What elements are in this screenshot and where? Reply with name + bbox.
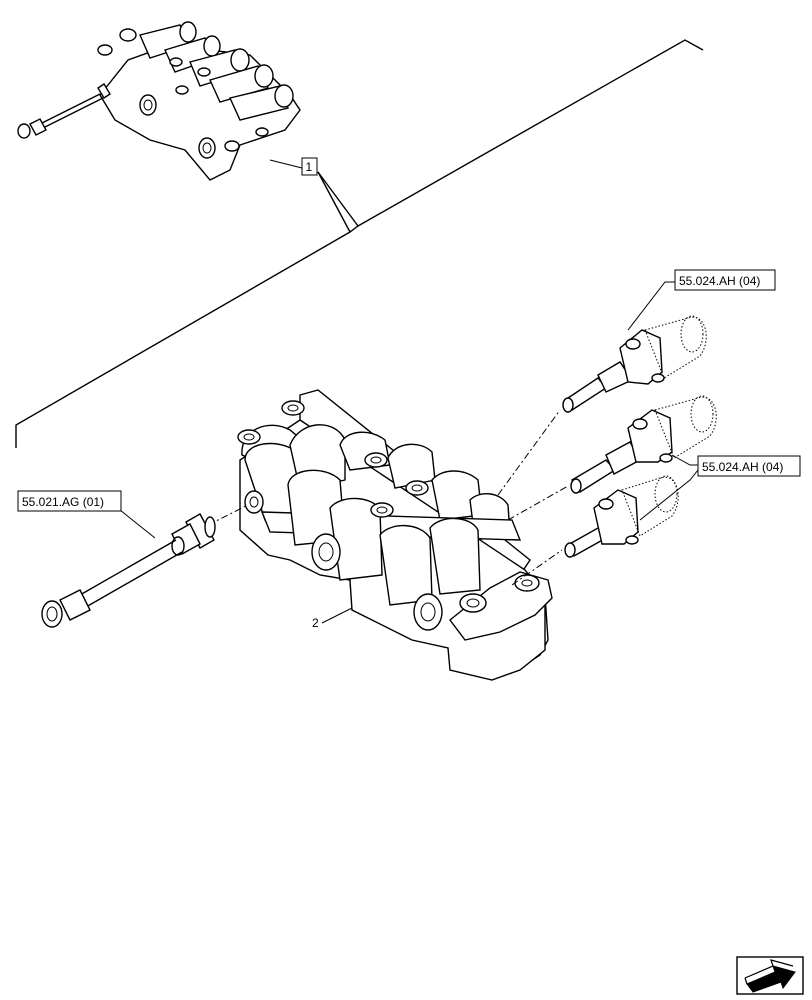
callout-1-label: 1 <box>306 160 313 174</box>
callout-solenoid-lower-box <box>697 455 801 477</box>
callout-sensor-box <box>17 490 122 512</box>
callout-solenoid-lower-label: 55.024.AH (04) <box>702 460 783 474</box>
solenoid-valve-top <box>562 315 707 413</box>
navigation-arrow-icon[interactable] <box>736 956 804 995</box>
callout-1-leader: 1 <box>15 39 704 448</box>
solenoid-valve-middle <box>570 395 717 494</box>
sensor-callout: 55.021.AG (01) <box>17 490 156 539</box>
speed-sensor <box>41 513 216 628</box>
callout-solenoid-upper-label: 55.024.AH (04) <box>679 274 760 288</box>
assembly-centerlines <box>207 409 569 586</box>
callout-1-box <box>301 157 318 176</box>
solenoid-valve-bottom <box>564 475 679 558</box>
callout-sensor-label: 55.021.AG (01) <box>22 495 104 509</box>
callout-solenoid-upper-box <box>674 269 776 291</box>
valve-block: 2 <box>237 389 553 681</box>
overview-valve-assembly <box>17 21 301 181</box>
callout-2-label: 2 <box>312 616 319 630</box>
solenoid-callouts: 55.024.AH (04) 55.024.AH (04) <box>627 269 801 521</box>
